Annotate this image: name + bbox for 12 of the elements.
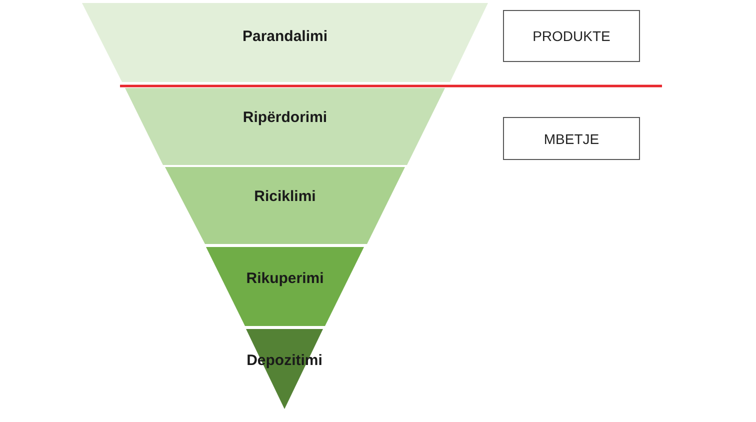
category-box [503, 10, 640, 62]
category-label: MBETJE [544, 130, 600, 146]
category-box [503, 117, 640, 160]
level-label: Parandalimi [241, 28, 329, 45]
pyramid-band [165, 167, 405, 244]
level-label: Ripërdorimi [242, 109, 328, 126]
level-label: Riciklimi [253, 188, 317, 205]
level-label: Rikuperimi [245, 270, 325, 287]
pyramid-band [125, 88, 445, 165]
category-label: PRODUKTE [532, 28, 610, 44]
pyramid-band [82, 3, 488, 82]
pyramid-band [206, 247, 364, 326]
